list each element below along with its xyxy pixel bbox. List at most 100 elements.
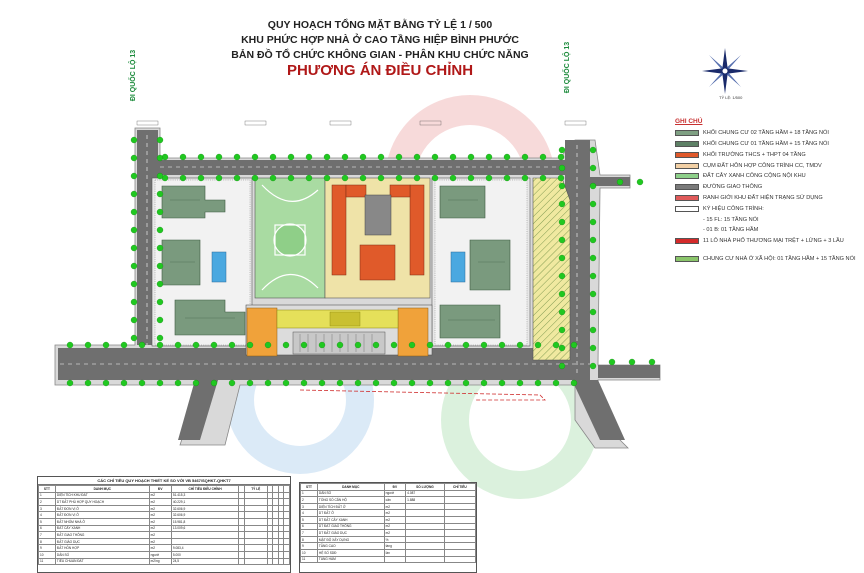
tree-icon: [305, 174, 313, 182]
tree-icon: [521, 153, 529, 161]
table-header-cell: DANH MỤC: [316, 483, 385, 491]
tree-icon: [264, 341, 272, 349]
tree-icon: [589, 344, 597, 352]
table-cell: [443, 496, 477, 504]
tree-icon: [426, 379, 434, 387]
legend-label: KHỐI CHUNG CƯ 01 TẦNG HẦM + 15 TẦNG NỔI: [703, 140, 829, 147]
legend-swatch: [675, 194, 699, 201]
tree-icon: [210, 341, 218, 349]
legend-swatch: [675, 151, 699, 158]
legend-title: GHI CHÚ: [675, 118, 703, 125]
tree-icon: [539, 174, 547, 182]
tree-icon: [570, 341, 578, 349]
table-cell: 32.606,9: [170, 511, 240, 519]
table-cell: [405, 509, 445, 517]
table-header-cell: STT: [38, 485, 56, 493]
table-cell: [244, 550, 268, 559]
tree-icon: [557, 153, 565, 161]
tree-icon: [608, 358, 616, 366]
table-cell: m2: [148, 504, 172, 513]
tree-icon: [233, 174, 241, 182]
tree-icon: [589, 326, 597, 334]
tree-icon: [539, 153, 547, 161]
table-cell: [443, 509, 477, 517]
tree-icon: [246, 341, 254, 349]
tree-icon: [589, 290, 597, 298]
title-option: PHƯƠNG ÁN ĐIỀU CHỈNH: [286, 62, 474, 79]
table-cell: [283, 491, 290, 500]
legend-item: - 01 B: 01 TẦNG HẦM: [675, 227, 861, 238]
table-cell: 9: [300, 542, 318, 550]
table-cell: 10: [38, 550, 56, 559]
tree-icon: [323, 174, 331, 182]
table-cell: m2: [383, 502, 407, 511]
tree-icon: [444, 341, 452, 349]
tree-icon: [648, 358, 656, 366]
table-cell: m2: [383, 522, 407, 531]
table-cell: [443, 515, 477, 524]
table-cell: 24,5: [170, 557, 240, 566]
tree-icon: [589, 182, 597, 190]
tree-icon: [84, 341, 92, 349]
tree-icon: [431, 153, 439, 161]
table-cell: 7: [38, 531, 56, 539]
table-cell: [283, 531, 290, 539]
tree-icon: [318, 379, 326, 387]
tree-icon: [377, 153, 385, 161]
table-cell: DT ĐẤT PHÙ HỢP QUY HOẠCH: [54, 498, 150, 506]
table-cell: [405, 542, 445, 550]
tree-icon: [156, 172, 164, 180]
tree-icon: [521, 174, 529, 182]
table-cell: [405, 522, 445, 531]
legend-swatch: [675, 140, 699, 147]
tree-icon: [282, 379, 290, 387]
table-cell: MẬT ĐỘ XÂY DỰNG: [316, 535, 385, 544]
tree-icon: [341, 174, 349, 182]
tree-icon: [130, 154, 138, 162]
tree-icon: [156, 316, 164, 324]
tree-icon: [156, 244, 164, 252]
table-cell: [244, 531, 268, 539]
table-cell: 10: [300, 548, 318, 557]
tree-icon: [269, 174, 277, 182]
table-cell: [405, 515, 445, 524]
tree-icon: [305, 153, 313, 161]
tree-icon: [156, 280, 164, 288]
tree-icon: [215, 174, 223, 182]
table-cell: [443, 522, 477, 531]
legend-label: RANH GIỚI KHU ĐẤT HIỆN TRẠNG SỬ DỤNG: [703, 194, 823, 201]
tree-icon: [156, 208, 164, 216]
tree-icon: [408, 379, 416, 387]
title-main: QUY HOẠCH TỔNG MẶT BẰNG TỶ LỆ 1 / 500: [267, 19, 493, 31]
legend-item: KHỐI TRƯỜNG THCS + THPT 04 TẦNG: [675, 151, 861, 163]
table-cell: DIỆN TÍCH KHU ĐẤT: [54, 491, 150, 500]
tree-icon: [589, 236, 597, 244]
planning-indicator-table: CÁC CHỈ TIÊU QUY HOẠCH THIẾT KẾ SO VỚI V…: [37, 476, 291, 573]
table-cell: ĐẤT ĐƠN VỊ Ở: [54, 504, 150, 513]
legend-label: CỤM ĐẤT HỖN HỢP CÔNG TRÌNH CC, TMDV: [703, 162, 822, 169]
tree-icon: [390, 379, 398, 387]
table-cell: %: [383, 535, 407, 544]
table-cell: 1.888: [405, 496, 445, 504]
table-cell: m2: [148, 517, 172, 526]
legend: GHI CHÚ KHỐI CHUNG CƯ 02 TẦNG HẦM + 18 T…: [675, 118, 861, 274]
tree-icon: [174, 379, 182, 387]
legend-item: ĐẤT CÂY XANH CÔNG CỘNG NỘI KHU: [675, 173, 861, 184]
tree-icon: [589, 164, 597, 172]
legend-swatch: [675, 217, 699, 223]
tree-icon: [156, 298, 164, 306]
legend-item: KHỐI CHUNG CƯ 01 TẦNG HẦM + 15 TẦNG NỔI: [675, 140, 861, 152]
tree-icon: [558, 146, 566, 154]
tree-icon: [251, 174, 259, 182]
tree-icon: [589, 308, 597, 316]
tree-icon: [228, 379, 236, 387]
